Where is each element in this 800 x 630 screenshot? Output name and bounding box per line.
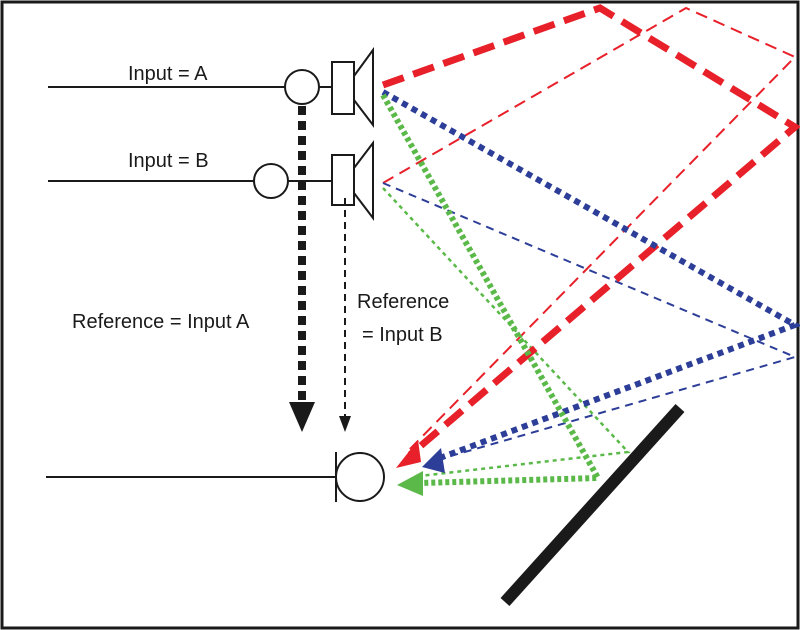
reference-a-label: Reference = Input A xyxy=(72,311,250,333)
green-arrowhead xyxy=(397,471,423,496)
red-arrowhead xyxy=(396,440,421,468)
blue-arrowhead xyxy=(422,448,445,473)
red-thin-path xyxy=(382,6,797,453)
summing-junction-a-icon xyxy=(284,69,320,105)
arrowheads xyxy=(396,440,445,496)
speaker-b-icon xyxy=(331,140,374,221)
reference-b-arrow xyxy=(339,198,351,432)
input-a-label: Input = A xyxy=(128,63,208,85)
thick-paths xyxy=(380,4,800,486)
green-thin-path xyxy=(382,187,631,478)
blue-thick-path xyxy=(381,89,800,461)
input-a-chain xyxy=(48,46,374,128)
microphone-icon xyxy=(46,452,385,502)
speaker-a-icon xyxy=(331,46,374,128)
input-b-chain xyxy=(48,140,374,221)
reference-a-arrow xyxy=(289,106,315,432)
reference-b-label-line1: Reference xyxy=(357,291,449,313)
reflecting-surface xyxy=(500,403,685,607)
blue-thin-path xyxy=(382,182,798,463)
input-b-label: Input = B xyxy=(128,150,209,172)
reference-b-label-line2: = Input B xyxy=(362,324,443,346)
red-thick-path xyxy=(381,4,800,458)
summing-junction-b-icon xyxy=(253,163,289,199)
thin-paths xyxy=(382,6,798,478)
